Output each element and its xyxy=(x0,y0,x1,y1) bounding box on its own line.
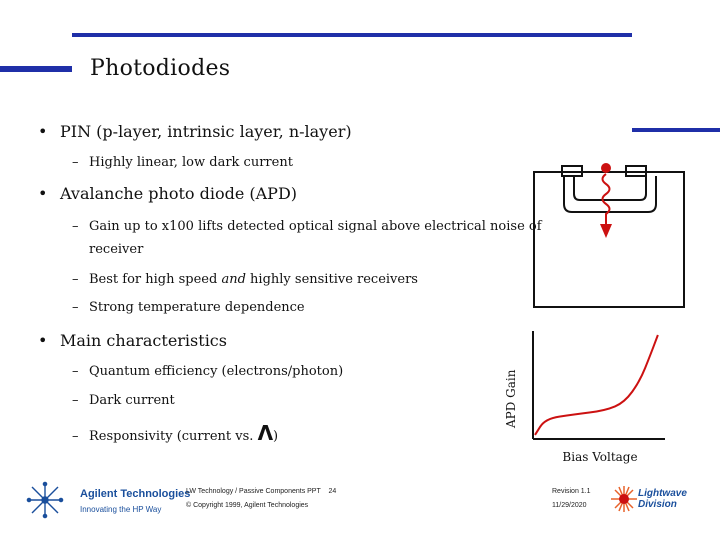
bullet-dot: • xyxy=(38,331,48,350)
revision: Revision 1.1 xyxy=(552,488,591,495)
header-accent-bar xyxy=(72,33,632,37)
sub-bullet-quantum: –Quantum efficiency (electrons/photon) xyxy=(72,364,344,379)
sub-bullet-gain: –Gain up to x100 lifts detected optical … xyxy=(72,219,542,234)
division-name: Lightwave Division xyxy=(638,488,687,510)
lightwave-starburst-logo-icon xyxy=(611,486,637,512)
chart-ylabel: APD Gain xyxy=(504,369,518,429)
bullet-pin: •PIN (p-layer, intrinsic layer, n-layer) xyxy=(38,122,352,141)
chart-xlabel: Bias Voltage xyxy=(562,450,637,464)
sub-bullet-speed: –Best for high speed and highly sensitiv… xyxy=(72,272,418,287)
photodiode-cross-section-icon xyxy=(533,163,685,308)
sub-bullet-gain-cont: receiver xyxy=(89,242,144,257)
sub-bullet-responsivity: –Responsivity (current vs. Λ) xyxy=(72,421,279,445)
slide-title: Photodiodes xyxy=(90,56,231,81)
copyright: © Copyright 1999, Agilent Technologies xyxy=(186,502,309,509)
company-tagline: Innovating the HP Way xyxy=(80,505,162,514)
bullet-characteristics: •Main characteristics xyxy=(38,331,227,350)
date: 11/29/2020 xyxy=(552,502,587,509)
sub-bullet-temperature: –Strong temperature dependence xyxy=(72,300,305,315)
lambda-symbol: Λ xyxy=(257,421,274,445)
doc-title: LW Technology / Passive Components PPT 2… xyxy=(186,488,337,495)
title-left-bar xyxy=(0,66,72,72)
bullet-apd: •Avalanche photo diode (APD) xyxy=(38,184,298,203)
sub-bullet-dark-current: –Dark current xyxy=(72,393,175,408)
right-accent-bar xyxy=(632,128,720,132)
bullet-dot: • xyxy=(38,184,48,203)
bullet-dot: • xyxy=(38,122,48,141)
apd-gain-chart: APD Gain Bias Voltage xyxy=(504,331,665,464)
gain-curve-line xyxy=(534,334,659,436)
sub-bullet-linear: –Highly linear, low dark current xyxy=(72,155,293,170)
agilent-spark-logo-icon xyxy=(26,481,64,519)
page-number: 24 xyxy=(328,488,337,495)
company-name: Agilent Technologies xyxy=(80,488,191,500)
